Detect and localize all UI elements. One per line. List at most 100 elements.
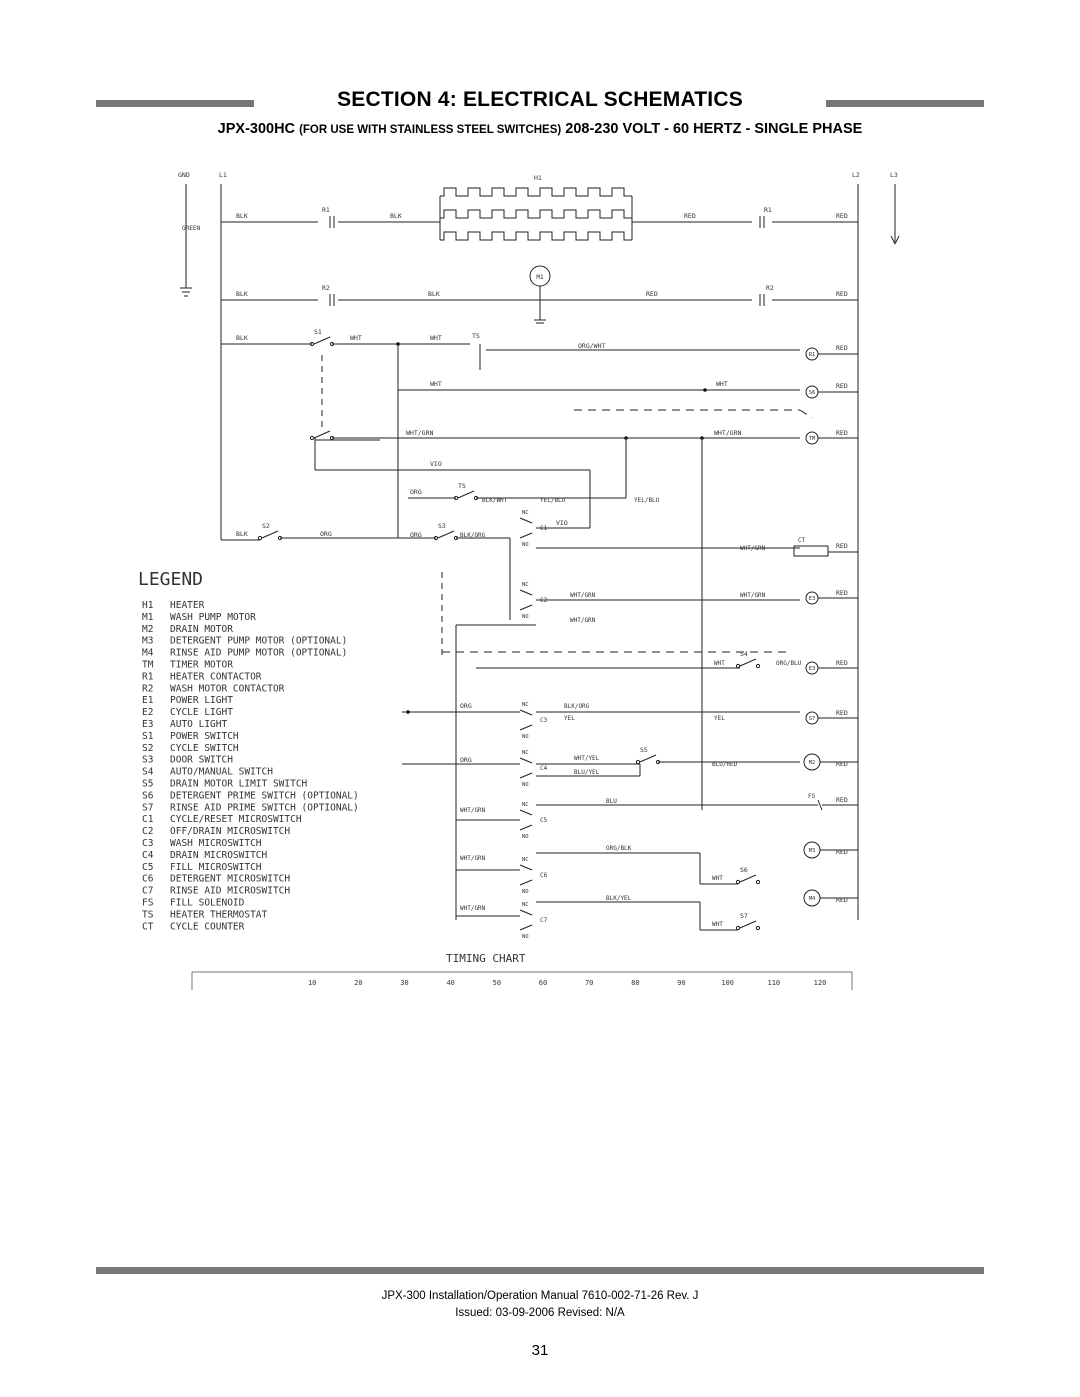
wire-label: ORG [460,702,472,710]
wire-label: ORG [460,756,472,764]
legend-desc: TIMER MOTOR [170,660,233,671]
timing-tick-label: 120 [814,979,827,987]
legend-desc: POWER SWITCH [170,731,239,742]
wire-label: RED [836,896,848,904]
contact-terminal [755,663,761,669]
legend-code: TS [142,909,154,920]
legend-desc: WASH PUMP MOTOR [170,612,256,623]
contact-label: NC [522,750,529,756]
legend-desc: RINSE AID PUMP MOTOR (OPTIONAL) [170,648,347,659]
heater-element [440,231,632,241]
legend-desc: RINSE AID PRIME SWITCH (OPTIONAL) [170,802,359,813]
manual-reference: JPX-300 Installation/Operation Manual 76… [381,1290,699,1302]
legend-code: FS [142,898,154,909]
thermostat-label: TS [472,332,480,340]
contact-label: NO [522,782,529,788]
contact-terminal [453,495,459,501]
legend-desc: CYCLE SWITCH [170,743,239,754]
lamp-label: E3 [809,596,816,602]
legend-desc: HEATER THERMOSTAT [170,909,268,920]
wire-label: WHT/GRN [460,905,486,912]
contact-terminal [755,925,761,931]
schematic-wiring [180,184,900,931]
wire [519,864,533,871]
wire-label: RED [836,848,848,856]
switch-label: S4 [740,650,748,658]
microswitch-label: C2 [540,597,548,604]
switch-label: S2 [262,522,270,530]
legend-code: E1 [142,695,154,706]
timing-chart: TIMING CHART102030405060708090100110120C… [191,952,853,990]
contact-label: NC [522,902,529,908]
legend-desc: FILL MICROSWITCH [170,862,262,873]
legend-desc: DRAIN MICROSWITCH [170,850,268,861]
legend-desc: DETERGENT PUMP MOTOR (OPTIONAL) [170,636,347,647]
contact-label: NC [522,702,529,708]
switch-label: S3 [438,522,446,530]
lamp-label: S6 [809,390,816,396]
contact-terminal [309,435,315,441]
legend-title: LEGEND [138,569,203,590]
legend-code: S6 [142,790,154,801]
wire [519,909,533,916]
wire [519,879,533,886]
legend-desc: CYCLE LIGHT [170,707,233,718]
wire-label: RED [836,760,848,768]
microswitch-label: C5 [540,817,548,824]
lamp-label: S7 [809,716,816,722]
legend-code: C1 [142,814,154,825]
solenoid-label: FS [808,793,816,800]
legend-desc: DRAIN MOTOR LIMIT SWITCH [170,779,308,790]
legend-code: E2 [142,707,153,718]
page-subtitle: JPX-300HC (FOR USE WITH STAINLESS STEEL … [0,121,1080,137]
issue-date: Issued: 03-09-2006 Revised: N/A [455,1307,625,1319]
heater-element [440,209,632,219]
lamp-label: R1 [809,352,816,358]
timing-tick-label: 20 [354,979,362,987]
wire-label: BLK [428,290,440,298]
timing-tick-label: 90 [677,979,685,987]
cycle-counter [793,545,829,557]
contactor-label: R2 [322,284,330,292]
wire [519,809,533,816]
wire [639,754,657,763]
wire-label: RED [684,212,696,220]
header-rule-right [826,100,984,107]
model-name: JPX-300HC [217,121,296,137]
header-rule-left [96,100,254,107]
wire-label: WHT/YEL [574,755,600,762]
legend-desc: FILL SOLENOID [170,898,245,909]
wire-label: BLK [236,212,248,220]
wire-label: ORG [410,488,422,496]
wire-label: WHT [430,380,442,388]
counter-label: CT [798,537,806,544]
wire-label: BLK [236,290,248,298]
switch-label: S5 [640,746,648,754]
legend-desc: OFF/DRAIN MICROSWITCH [170,826,290,837]
contact-label: NO [522,934,529,940]
wire-label: WHT/GRN [714,429,741,437]
wire [519,757,533,764]
wire-label: WHT [350,334,362,342]
wire-label: RED [646,290,658,298]
legend-desc: WASH MOTOR CONTACTOR [170,683,285,694]
legend-code: S5 [142,779,153,790]
legend-code: S2 [142,743,153,754]
legend-code: E3 [142,719,153,730]
timing-chart-frame [191,971,853,990]
contact-terminal [735,925,741,931]
timing-tick-label: 10 [308,979,316,987]
switch-label: TS [458,482,466,490]
wire-label: BLK/YEL [606,895,632,902]
wire-label: BLK [236,334,248,342]
legend-code: C3 [142,838,153,849]
contact-label: NO [522,614,529,620]
legend-code: S7 [142,802,153,813]
legend-desc: POWER LIGHT [170,695,233,706]
wire-label: BLK [236,530,248,538]
contact-terminal [635,759,641,765]
contact-label: NC [522,510,529,516]
legend-desc: AUTO/MANUAL SWITCH [170,767,273,778]
legend-code: H1 [142,600,154,611]
